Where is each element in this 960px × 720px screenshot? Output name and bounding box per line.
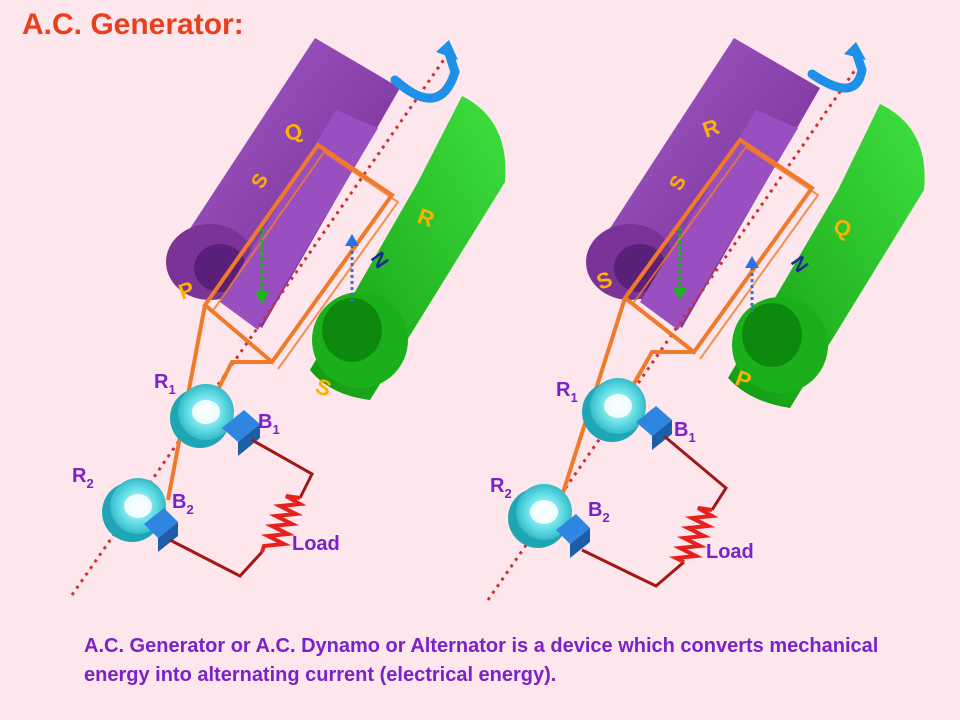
brush-1-left (222, 410, 260, 456)
north-magnet-left (310, 96, 506, 400)
brush-2-right (556, 514, 590, 558)
load-wire-left (169, 438, 314, 578)
load-label-left: Load (292, 533, 340, 555)
brush-1-right (636, 406, 672, 450)
brush-1-label-right: B1 (674, 419, 696, 445)
rotation-arrowhead-left (436, 40, 458, 60)
south-magnet-right (586, 38, 820, 330)
brush-2-label-right: B2 (588, 499, 610, 525)
page-title: A.C. Generator: (22, 8, 244, 41)
rotation-arrow-left (390, 45, 460, 103)
generator-right: S N R Q S P R1 R2 B1 B2 Load (486, 38, 925, 601)
ring-2-label-left: R2 (72, 465, 94, 491)
armature-coil-left (202, 142, 395, 365)
brush-2-left (144, 508, 178, 552)
load-label-right: Load (706, 541, 754, 563)
load-resistor-right (668, 506, 719, 564)
slip-ring-1-left (170, 384, 234, 448)
north-magnet-right (728, 104, 925, 408)
ring-2-label-right: R2 (490, 475, 512, 501)
armature-coil-right (622, 137, 815, 355)
slip-ring-1-right (582, 378, 646, 442)
rotation-axis-left (70, 57, 447, 596)
generator-left: S N Q R P S R1 R2 B1 B2 Load (70, 38, 506, 596)
brush-2-label-left: B2 (172, 491, 194, 517)
load-resistor-left (260, 494, 307, 553)
brush-1-label-left: B1 (258, 411, 280, 437)
rotation-axis-right (486, 59, 864, 601)
south-magnet-left (166, 38, 400, 330)
rotation-arrow-right (807, 47, 867, 93)
slip-ring-2-right (508, 484, 572, 548)
ring-1-label-left: R1 (154, 371, 176, 397)
ring-1-label-right: R1 (556, 379, 578, 405)
rotation-arrowhead-right (844, 42, 866, 60)
generator-diagrams: S N Q R P S R1 R2 B1 B2 Load (70, 38, 925, 601)
load-wire-right (581, 434, 728, 588)
description-caption: A.C. Generator or A.C. Dynamo or Alterna… (84, 635, 879, 686)
